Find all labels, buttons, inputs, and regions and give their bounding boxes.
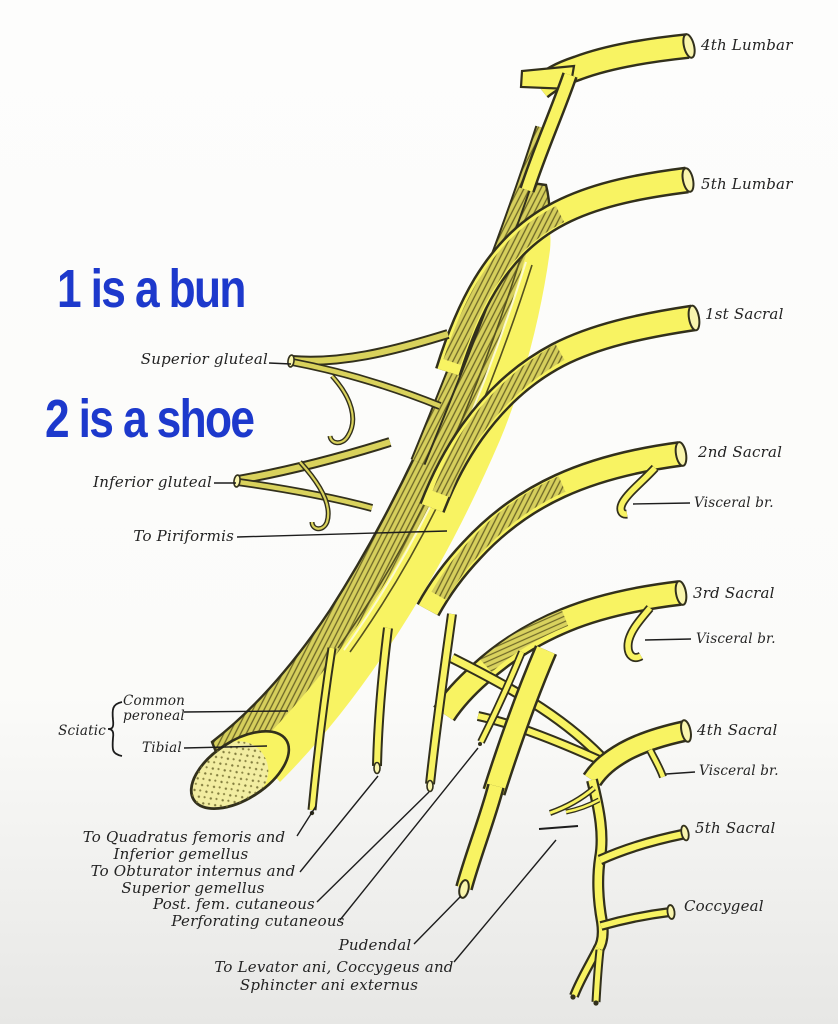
superior-gluteal-nerve [287,329,450,446]
coccygeal-root [599,904,676,931]
mnemonic-annotation-2: 2 is a shoe [45,389,255,449]
label-inferior-gluteal: Inferior gluteal [93,473,212,491]
label-4th-sacral: 4th Sacral [697,721,778,739]
label-superior-gluteal: Superior gluteal [140,350,268,368]
fourth-lumbar-root [519,33,696,193]
label-5th-lumbar: 5th Lumbar [701,175,793,193]
sacral-sympathetic-chain [538,778,609,1006]
first-sacral-root [419,304,701,513]
label-3rd-sacral: 3rd Sacral [693,584,775,602]
pudendal-nerve [455,645,558,899]
label-to-obturator-line1: To Obturator internus and [90,862,296,880]
label-coccygeal: Coccygeal [684,897,764,915]
label-common-peroneal-line1: Common [123,693,186,709]
muscular-branches [307,613,526,816]
label-to-quadratus-line2: Inferior gemellus [113,845,249,863]
second-sacral-root [416,441,688,617]
label-4th-lumbar: 4th Lumbar [701,36,793,54]
label-tibial: Tibial [142,740,182,756]
third-sacral-root [433,580,688,722]
leader-lines [183,362,696,963]
label-5th-sacral: 5th Sacral [695,819,776,837]
label-common-peroneal: Common peroneal [123,694,185,724]
label-visceral-br-s4: Visceral br. [699,763,779,779]
label-to-levator-line1: To Levator ani, Coccygeus and [214,958,454,976]
fifth-sacral-root [597,824,690,866]
label-to-obturator-line2: Superior gemellus [121,879,265,897]
label-to-quadratus-line1: To Quadratus femoris and [82,828,286,846]
label-to-piriformis: To Piriformis [133,527,234,545]
label-to-levator-line2: Sphincter ani externus [239,976,419,994]
fifth-lumbar-root [435,166,695,377]
label-common-peroneal-line2: peroneal [123,708,185,724]
label-post-fem-cutaneous: Post. fem. cutaneous [153,895,315,913]
inferior-gluteal-nerve [233,437,392,532]
label-perforating-cutaneous: Perforating cutaneous [171,912,345,930]
label-2nd-sacral: 2nd Sacral [698,443,783,461]
mnemonic-annotation-1: 1 is a bun [57,259,246,319]
label-visceral-br-s2: Visceral br. [694,495,774,511]
label-sciatic: Sciatic [58,723,106,739]
label-pudendal: Pudendal [338,936,412,954]
label-visceral-br-s3: Visceral br. [696,631,776,647]
sciatic-brace [107,701,123,757]
fourth-sacral-root [582,719,692,787]
sciatic-stump [189,730,291,810]
label-1st-sacral: 1st Sacral [705,305,784,323]
